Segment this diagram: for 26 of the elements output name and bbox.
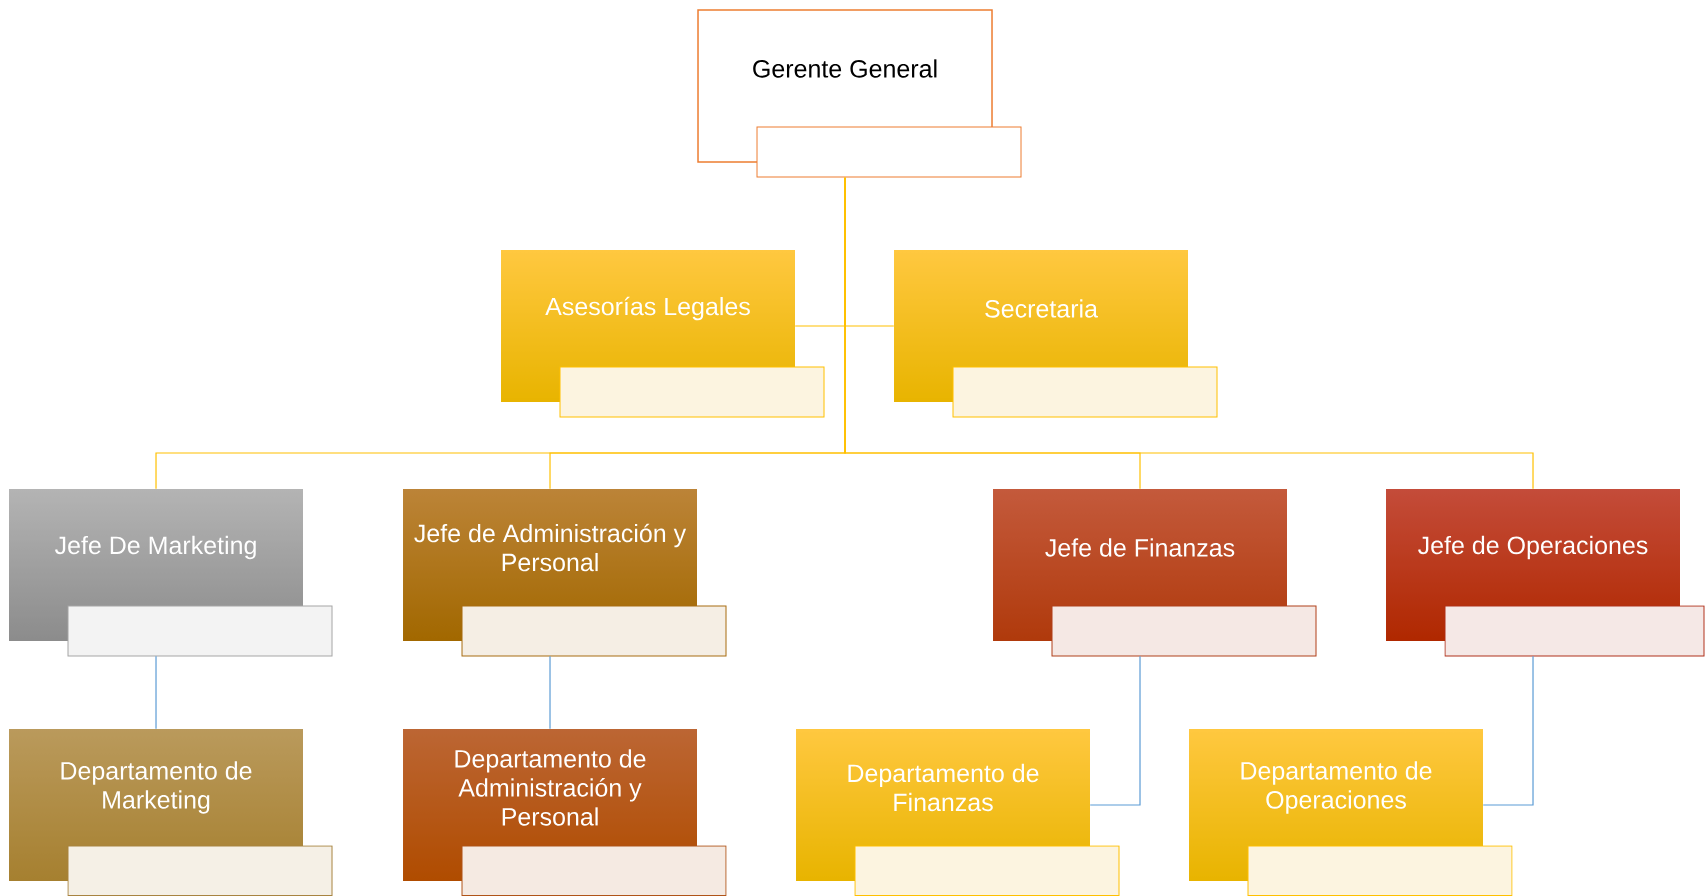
org-box: Jefe de Finanzas (1045, 538, 1317, 657)
org-box: Departamento de Finanzas (848, 763, 1120, 896)
connector-line (844, 177, 1534, 490)
connector-line (1089, 655, 1141, 806)
node-label: Departamento de Administración y Personal (455, 749, 646, 826)
node-label: Departamento de Marketing (61, 761, 252, 814)
node-label: Secretaria (985, 299, 1098, 318)
connector-line (1482, 655, 1534, 806)
org-box: Jefe De Marketing (54, 535, 333, 657)
node-label: Departamento de Finanzas (848, 763, 1039, 812)
org-box: Departamento de Operaciones (1241, 761, 1513, 896)
node-label: Jefe de Administración y Personal (414, 523, 687, 572)
org-box: Departamento de Marketing (61, 761, 333, 896)
node-label: Departamento de Operaciones (1241, 761, 1432, 814)
node-label: Asesorías Legales (545, 296, 750, 321)
org-box: Secretaria (952, 299, 1218, 418)
connector-line (549, 655, 551, 730)
org-box: Jefe de Administración y Personal (414, 523, 727, 657)
node-label: Jefe de Operaciones (1418, 535, 1648, 560)
org-box: Gerente General (697, 9, 1022, 178)
node-label: Jefe De Marketing (54, 535, 256, 560)
org-box: Jefe de Operaciones (1418, 535, 1705, 657)
node-label: Jefe de Finanzas (1045, 538, 1235, 557)
org-box: Asesorías Legales (545, 296, 825, 418)
connector-line (155, 655, 157, 730)
org-box: Departamento de Administración y Personal (455, 749, 727, 896)
